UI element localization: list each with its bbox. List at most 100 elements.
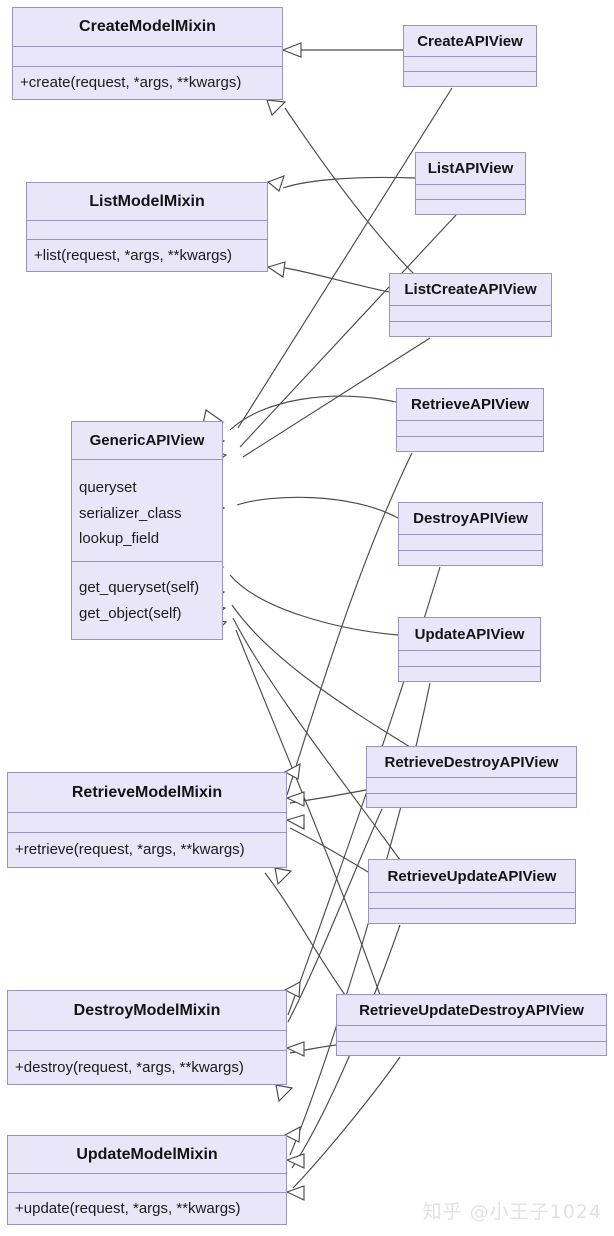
class-title: ListCreateAPIView — [390, 274, 551, 306]
class-methods: +create(request, *args, **kwargs) — [13, 67, 282, 99]
edge-retrieveupdateapiview-retrievemodelmixin — [289, 827, 369, 873]
class-title: UpdateModelMixin — [8, 1136, 286, 1174]
class-title: RetrieveUpdateDestroyAPIView — [337, 995, 606, 1026]
class-box-retrieve-update-destroy-api-view[interactable]: RetrieveUpdateDestroyAPIView — [336, 994, 607, 1056]
arrowhead-destroymodelmixin-a — [285, 1041, 305, 1057]
class-attributes — [397, 421, 543, 437]
edge-listapiview-listmodelmixin — [282, 176, 416, 189]
arrowhead-updatemodelmixin-top — [283, 1126, 301, 1143]
edge-updateapiview-genericapiview — [229, 574, 399, 636]
class-title: CreateAPIView — [404, 26, 536, 57]
class-methods: +retrieve(request, *args, **kwargs) — [8, 833, 286, 867]
class-title: RetrieveModelMixin — [8, 773, 286, 813]
edge-retrieveapiview-genericapiview — [229, 395, 397, 431]
class-methods — [397, 437, 543, 451]
class-box-retrieve-destroy-api-view[interactable]: RetrieveDestroyAPIView — [366, 746, 577, 808]
class-box-retrieve-api-view[interactable]: RetrieveAPIView — [396, 388, 544, 452]
class-title: RetrieveUpdateAPIView — [369, 860, 575, 893]
class-attributes — [367, 778, 576, 794]
edge-retrieveupdatedestroyapiview-updatemodelmixin — [292, 1056, 401, 1189]
class-attributes — [390, 306, 551, 322]
arrowhead-retrievemodelmixin-b — [285, 814, 305, 830]
arrowhead-retrievemodelmixin-bottom — [274, 867, 293, 886]
class-attributes — [404, 57, 536, 72]
class-methods — [369, 909, 575, 923]
class-methods: get_queryset(self) get_object(self) — [72, 562, 222, 639]
class-title: GenericAPIView — [72, 422, 222, 460]
class-box-list-api-view[interactable]: ListAPIView — [415, 152, 526, 215]
edge-createapiview-genericapiview — [237, 87, 453, 429]
class-attributes — [416, 185, 525, 200]
class-attributes — [399, 535, 542, 551]
class-box-retrieve-model-mixin[interactable]: RetrieveModelMixin +retrieve(request, *a… — [7, 772, 287, 868]
class-title: RetrieveDestroyAPIView — [367, 747, 576, 778]
class-methods — [367, 794, 576, 807]
edge-retrievedestroyapiview-destroymodelmixin — [287, 808, 383, 1023]
arrowhead-updatemodelmixin-b — [285, 1185, 305, 1201]
edge-retrieveapiview-retrievemodelmixin — [286, 452, 413, 796]
arrowhead-updatemodelmixin-a — [285, 1153, 305, 1169]
class-box-retrieve-update-api-view[interactable]: RetrieveUpdateAPIView — [368, 859, 576, 924]
edge-listcreateapiview-createmodelmixin — [284, 107, 417, 277]
watermark: 知乎 @小王子1024 — [422, 1201, 602, 1223]
edge-retrievedestroyapiview-genericapiview — [231, 604, 411, 748]
arrowhead-retrievemodelmixin-top — [283, 762, 301, 780]
class-attributes — [27, 221, 267, 240]
class-attributes — [8, 813, 286, 833]
attribute-line: serializer_class — [79, 504, 182, 522]
class-box-destroy-api-view[interactable]: DestroyAPIView — [398, 502, 543, 566]
class-methods — [416, 200, 525, 214]
class-methods — [399, 667, 540, 681]
class-methods: +destroy(request, *args, **kwargs) — [8, 1051, 286, 1084]
arrowhead-createmodelmixin-right — [281, 42, 302, 58]
edge-retrieveupdatedestroyapiview-genericapiview — [235, 629, 381, 996]
class-box-list-create-api-view[interactable]: ListCreateAPIView — [389, 273, 552, 337]
class-methods — [404, 72, 536, 86]
edge-retrieveupdateapiview-updatemodelmixin — [291, 924, 401, 1169]
arrowhead-retrievemodelmixin-a — [285, 791, 305, 807]
method-line: get_queryset(self) — [79, 578, 200, 596]
class-title: ListModelMixin — [27, 183, 267, 221]
method-line: +create(request, *args, **kwargs) — [20, 74, 242, 92]
class-methods — [399, 551, 542, 565]
class-box-update-api-view[interactable]: UpdateAPIView — [398, 617, 541, 682]
arrowhead-createmodelmixin-bottom — [266, 99, 287, 117]
class-attributes — [369, 893, 575, 909]
class-title: DestroyAPIView — [399, 503, 542, 535]
class-attributes — [399, 651, 540, 667]
edge-listcreateapiview-genericapiview — [242, 337, 431, 458]
edge-listcreateapiview-listmodelmixin — [284, 267, 390, 293]
class-attributes — [337, 1026, 606, 1042]
class-attributes: queryset serializer_class lookup_field — [72, 460, 222, 562]
class-attributes — [8, 1031, 286, 1051]
method-line: +list(request, *args, **kwargs) — [34, 246, 232, 264]
class-box-generic-api-view[interactable]: GenericAPIView queryset serializer_class… — [71, 421, 223, 640]
class-box-list-model-mixin[interactable]: ListModelMixin +list(request, *args, **k… — [26, 182, 268, 272]
class-methods: +list(request, *args, **kwargs) — [27, 240, 267, 271]
class-methods — [337, 1042, 606, 1055]
method-line: +destroy(request, *args, **kwargs) — [15, 1058, 244, 1076]
method-line: +update(request, *args, **kwargs) — [15, 1199, 241, 1217]
method-line: +retrieve(request, *args, **kwargs) — [15, 841, 245, 859]
class-box-update-model-mixin[interactable]: UpdateModelMixin +update(request, *args,… — [7, 1135, 287, 1225]
edge-retrieveupdateapiview-genericapiview — [232, 617, 401, 861]
class-title: DestroyModelMixin — [8, 991, 286, 1031]
attribute-line: lookup_field — [79, 530, 160, 548]
arrowhead-listmodelmixin-top — [266, 175, 285, 192]
class-box-create-model-mixin[interactable]: CreateModelMixin +create(request, *args,… — [12, 7, 283, 100]
class-box-create-api-view[interactable]: CreateAPIView — [403, 25, 537, 87]
arrowhead-listmodelmixin-bottom — [266, 261, 286, 278]
edge-destroyapiview-genericapiview — [236, 496, 399, 519]
class-title: RetrieveAPIView — [397, 389, 543, 421]
class-title: UpdateAPIView — [399, 618, 540, 651]
method-line: get_object(self) — [79, 604, 182, 622]
class-methods: +update(request, *args, **kwargs) — [8, 1193, 286, 1224]
edge-retrieveupdatedestroyapiview-destroymodelmixin — [289, 1044, 337, 1054]
class-box-destroy-model-mixin[interactable]: DestroyModelMixin +destroy(request, *arg… — [7, 990, 287, 1085]
class-title: CreateModelMixin — [13, 8, 282, 47]
class-title: ListAPIView — [416, 153, 525, 185]
attribute-line: queryset — [79, 478, 137, 496]
edge-retrieveupdatedestroyapiview-retrievemodelmixin — [264, 872, 346, 996]
class-attributes — [13, 47, 282, 67]
